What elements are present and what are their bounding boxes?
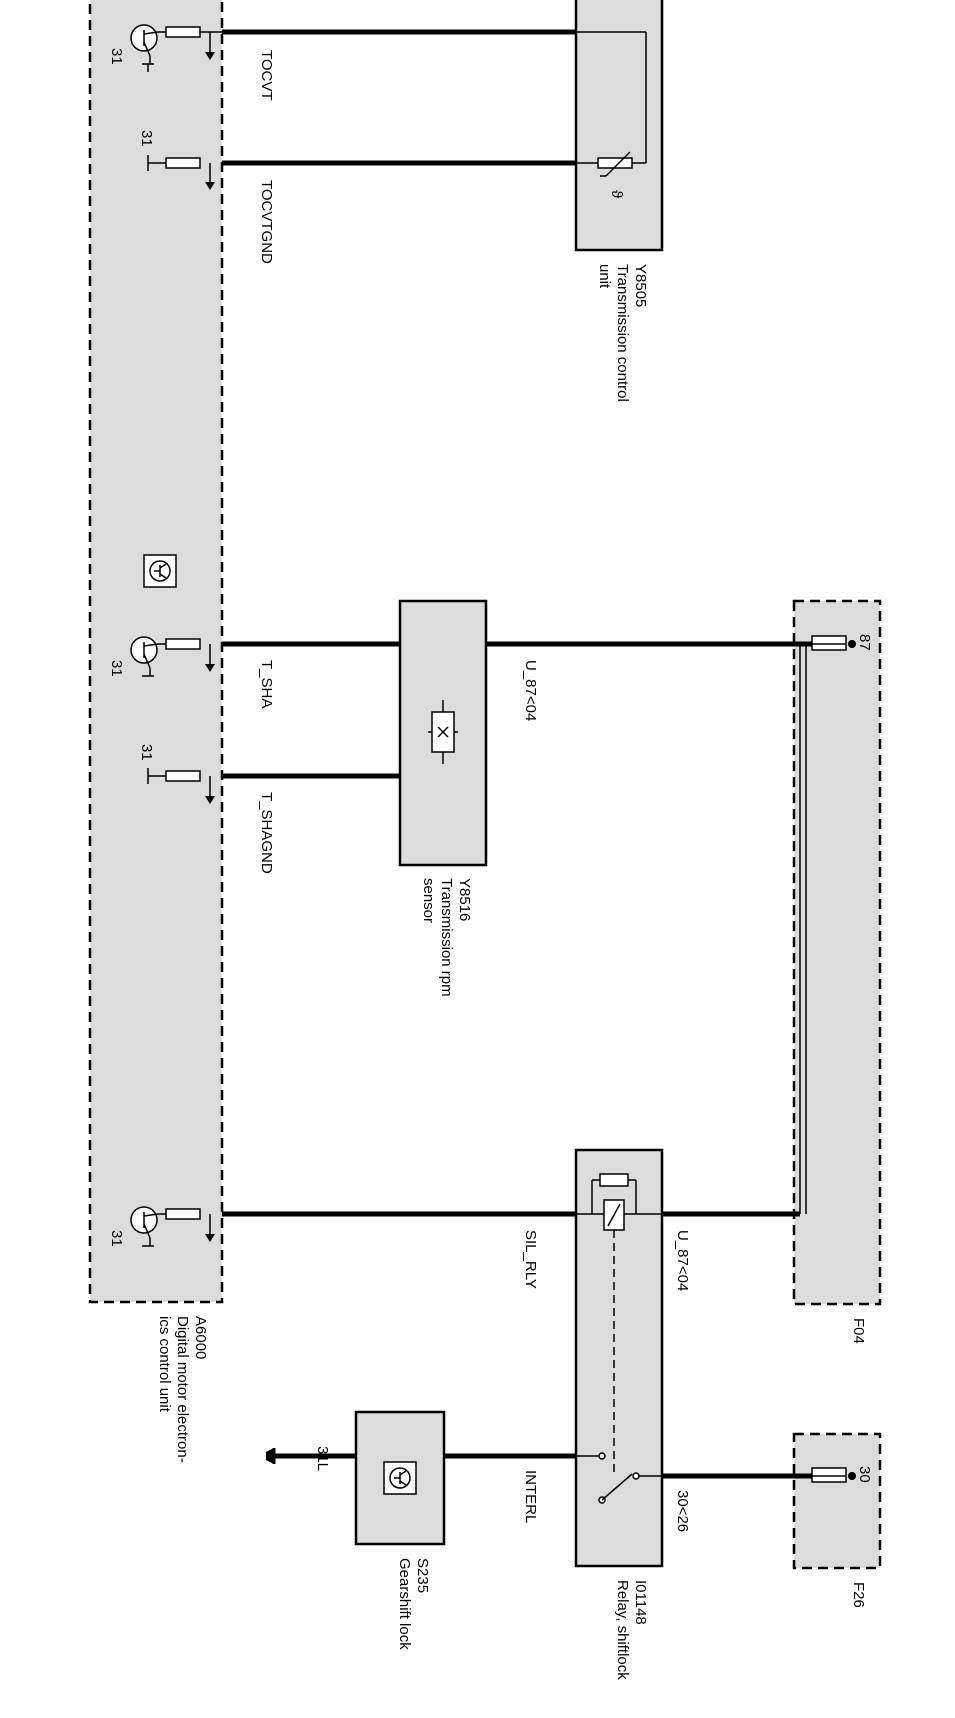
- tcu-sensor-icon: [576, 31, 647, 177]
- ecu-ground-tocvtgnd: [147, 155, 215, 190]
- ecu-id: A6000: [192, 1316, 209, 1359]
- fuse-30-icon: [811, 1467, 856, 1483]
- wire-label-t-sha: T_SHA: [258, 660, 275, 708]
- gearshift-lock-id: S235: [414, 1558, 431, 1593]
- wire-label-30-26: 30<26: [674, 1490, 691, 1532]
- ecu-ground-t-shagnd: [147, 768, 215, 804]
- wire-label-tocvt: TOCVT: [258, 50, 275, 101]
- fuse-f26-box: [792, 1432, 882, 1570]
- fuse-f04-id: F04: [850, 1318, 867, 1344]
- relay-coil-icon: [576, 1173, 662, 1231]
- rpm-sensor-name-line-1: Transmission rpm: [438, 878, 455, 997]
- fuse-87-icon: [811, 635, 856, 651]
- fuse-f04-box: [792, 599, 882, 1306]
- fuse-f26-id: F26: [850, 1582, 867, 1608]
- gearshift-lock-icon: [383, 1461, 417, 1495]
- terminal-87: 87: [856, 634, 873, 651]
- terminal-31l: 31L: [314, 1446, 331, 1471]
- tcu-id: Y8505: [632, 264, 649, 307]
- wire-label-t-shagnd: T_SHAGND: [258, 792, 275, 874]
- rpm-sensor-name-line-2: sensor: [420, 878, 437, 923]
- terminal-30: 30: [856, 1466, 873, 1483]
- terminal-31-e: 31: [108, 1230, 125, 1247]
- terminal-31-a: 31: [108, 48, 125, 65]
- relay-name: Relay, shiftlock: [614, 1580, 631, 1680]
- relay-switch-icon: [576, 1452, 662, 1504]
- ecu-driver-t-sha: [130, 636, 215, 677]
- gearshift-lock-box: [354, 1410, 446, 1546]
- terminal-31-c: 31: [108, 660, 125, 677]
- tcu-name-line-2: unit: [596, 264, 613, 289]
- terminal-31-d: 31: [138, 744, 155, 761]
- ground-symbol-icon: [266, 1448, 276, 1464]
- terminal-31-b: 31: [138, 130, 155, 147]
- theta-symbol: ϑ: [608, 190, 625, 199]
- tcu-name-line-1: Transmission control: [614, 264, 631, 402]
- wire-label-interl: INTERL: [522, 1470, 539, 1523]
- wire-label-u87-04-lower: U_87<04: [674, 1230, 691, 1291]
- ecu-name-line-1: Digital motor electron-: [174, 1316, 191, 1463]
- rpm-sensor-icon: [428, 700, 458, 764]
- relay-id: I01148: [632, 1580, 649, 1625]
- wire-label-sil-rly: SIL_RLY: [522, 1230, 539, 1289]
- gearshift-lock-name: Gearshift lock: [396, 1558, 413, 1650]
- ecu-driver-sil-rly: [130, 1206, 215, 1247]
- wire-label-u87-04-upper: U_87<04: [522, 660, 539, 721]
- ecu-name-line-2: ics control unit: [156, 1316, 173, 1413]
- ecu-symbol-icon: [143, 554, 177, 588]
- rpm-sensor-id: Y8516: [456, 878, 473, 921]
- tcu-box: [574, 0, 664, 252]
- ecu-driver-tocvt: [130, 24, 222, 72]
- wire-label-tocvtgnd: TOCVTGND: [258, 180, 275, 264]
